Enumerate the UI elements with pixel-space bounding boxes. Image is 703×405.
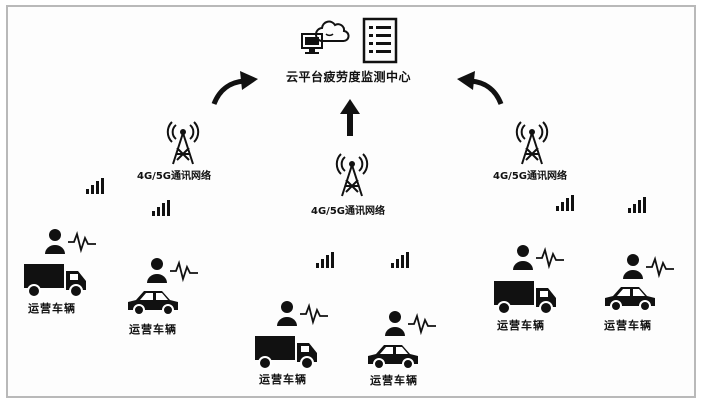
network-label-center: 4G/5G通讯网络 — [311, 206, 385, 217]
vehicle-label: 运营车辆 — [604, 319, 652, 332]
signal-bars-icon — [152, 200, 170, 216]
vehicle-label: 运营车辆 — [129, 323, 177, 336]
network-label-right: 4G/5G通讯网络 — [493, 171, 567, 182]
vehicle-label: 运营车辆 — [28, 302, 76, 315]
network-label-left: 4G/5G通讯网络 — [137, 171, 211, 182]
vehicle-label: 运营车辆 — [370, 374, 418, 387]
arrow-up-icon — [340, 99, 360, 136]
driver-person-icon — [45, 229, 96, 254]
cloud-computer-icon — [301, 20, 350, 54]
signal-bars-icon — [391, 252, 409, 268]
arrow-up-right-icon — [457, 71, 504, 105]
diagram-frame — [6, 5, 696, 398]
vehicle-label: 运营车辆 — [497, 319, 545, 332]
driver-person-icon — [147, 258, 198, 283]
signal-bars-icon — [628, 197, 646, 213]
tower-icon-left — [166, 121, 200, 165]
signal-bars-icon — [86, 178, 104, 194]
car-icon — [605, 287, 655, 312]
car-icon — [368, 345, 418, 370]
vehicle-label: 运营车辆 — [259, 373, 307, 386]
driver-person-icon — [277, 301, 328, 326]
truck-icon — [494, 281, 556, 315]
checklist-icon — [362, 17, 398, 64]
driver-person-icon — [513, 245, 564, 270]
signal-bars-icon — [316, 252, 334, 268]
tower-icon-center — [335, 153, 369, 197]
truck-icon — [24, 264, 86, 298]
tower-icon-right — [515, 121, 549, 165]
driver-person-icon — [623, 254, 674, 279]
car-icon — [128, 291, 178, 316]
signal-bars-icon — [556, 195, 574, 211]
driver-person-icon — [385, 311, 436, 336]
center-title: 云平台疲劳度监测中心 — [286, 70, 412, 84]
arrow-up-left-icon — [211, 71, 258, 105]
truck-icon — [255, 336, 317, 370]
